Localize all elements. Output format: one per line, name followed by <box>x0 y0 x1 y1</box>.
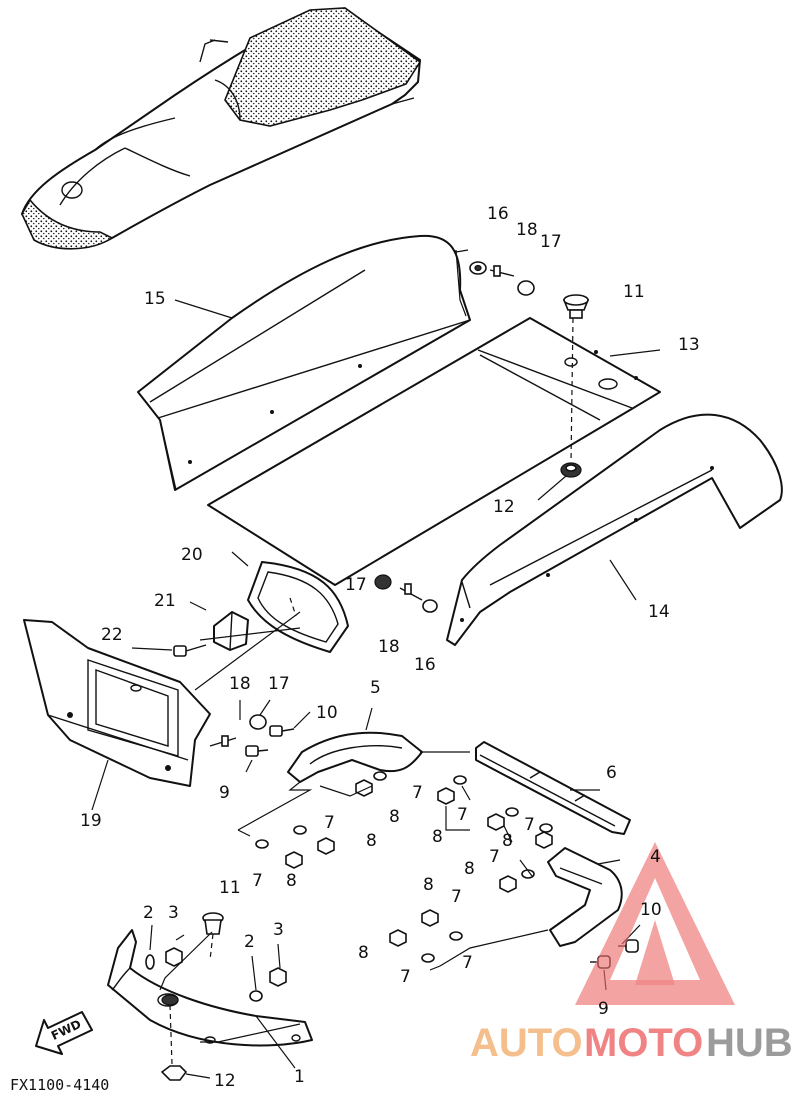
watermark-triangle <box>575 842 735 1005</box>
callout-7: 7 <box>400 967 411 987</box>
callout-13: 13 <box>678 335 700 355</box>
part-4-bracket <box>547 847 623 947</box>
part-6-rail <box>475 741 631 835</box>
diagram-code: FX1100-4140 <box>10 1076 109 1094</box>
callout-2: 2 <box>244 932 255 952</box>
part-21-switch <box>213 611 249 651</box>
callout-14: 14 <box>648 602 670 622</box>
callout-17: 17 <box>540 232 562 252</box>
part-20-frame <box>247 561 349 653</box>
callout-21: 21 <box>154 591 176 611</box>
callout-8: 8 <box>358 943 369 963</box>
callout-16: 16 <box>487 204 509 224</box>
callout-7: 7 <box>457 805 468 825</box>
watermark-auto: AUTO <box>470 1021 583 1065</box>
watercraft-overview <box>21 7 422 250</box>
part-13-panel <box>207 317 661 586</box>
watermark: AUTO MOTO HUB <box>470 842 793 1065</box>
callout-3: 3 <box>273 920 284 940</box>
part-15-left-cover <box>137 234 471 491</box>
callout-17: 17 <box>268 674 290 694</box>
callout-20: 20 <box>181 545 203 565</box>
part-22-screw <box>173 644 207 657</box>
callout-19: 19 <box>80 811 102 831</box>
callout-16: 16 <box>414 655 436 675</box>
callout-18: 18 <box>516 220 538 240</box>
callouts: 16 18 17 15 11 13 12 14 20 21 22 17 18 1… <box>80 204 700 1091</box>
callout-9: 9 <box>219 783 230 803</box>
callout-7: 7 <box>462 953 473 973</box>
callout-10: 10 <box>316 703 338 723</box>
callout-18: 18 <box>229 674 251 694</box>
callout-7: 7 <box>324 813 335 833</box>
callout-5: 5 <box>370 678 381 698</box>
callout-8: 8 <box>464 859 475 879</box>
callout-8: 8 <box>423 875 434 895</box>
callout-7: 7 <box>451 887 462 907</box>
callout-7: 7 <box>524 815 535 835</box>
callout-10: 10 <box>640 900 662 920</box>
callout-7: 7 <box>252 871 263 891</box>
callout-3: 3 <box>168 903 179 923</box>
callout-8: 8 <box>389 807 400 827</box>
leader-lines <box>91 249 661 1079</box>
callout-11: 11 <box>623 282 645 302</box>
callout-8: 8 <box>432 827 443 847</box>
part-5-bracket <box>287 731 423 783</box>
callout-12: 12 <box>493 497 515 517</box>
watermark-moto: MOTO <box>584 1021 703 1065</box>
callout-18: 18 <box>378 637 400 657</box>
part-19-side-panel <box>23 619 211 787</box>
callout-6: 6 <box>606 763 617 783</box>
callout-12: 12 <box>214 1071 236 1091</box>
callout-4: 4 <box>650 847 661 867</box>
callout-7: 7 <box>489 847 500 867</box>
hardware <box>145 261 639 1081</box>
callout-8: 8 <box>286 871 297 891</box>
callout-9: 9 <box>598 999 609 1019</box>
part-1-bumper <box>107 929 313 1047</box>
callout-7: 7 <box>412 783 423 803</box>
callout-15: 15 <box>144 289 166 309</box>
watermark-hub: HUB <box>706 1021 793 1065</box>
fwd-arrow: FWD <box>35 1011 93 1055</box>
callout-1: 1 <box>294 1067 305 1087</box>
callout-17: 17 <box>345 575 367 595</box>
callout-8: 8 <box>366 831 377 851</box>
callout-2: 2 <box>143 903 154 923</box>
part-14-right-cover <box>446 413 783 646</box>
callout-8: 8 <box>502 831 513 851</box>
callout-22: 22 <box>101 625 123 645</box>
callout-11: 11 <box>219 878 241 898</box>
